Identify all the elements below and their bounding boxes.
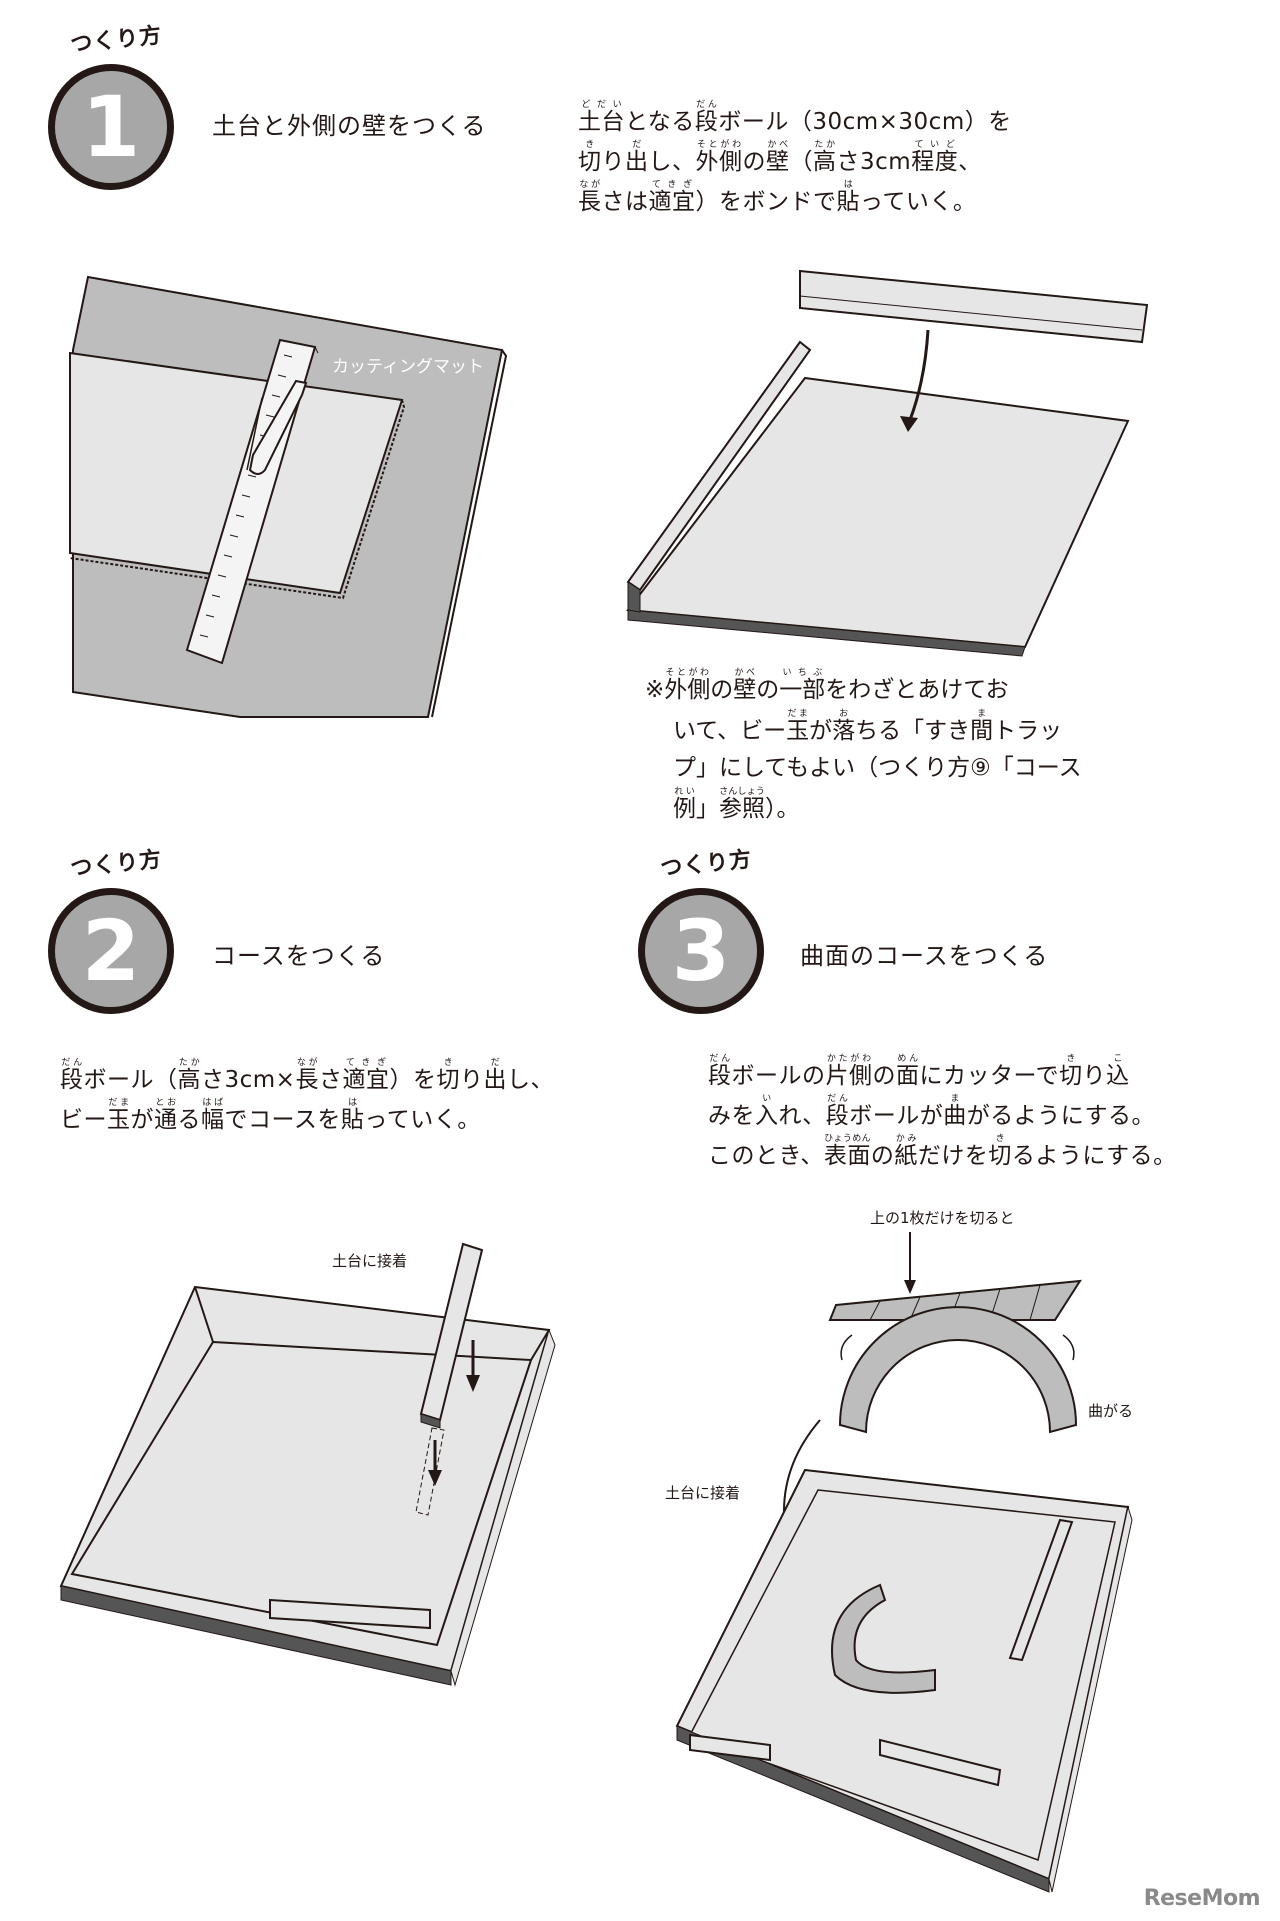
step-3-description: 段だんボールの片側かたがわの面めんにカッターで切きり込こみを入いれ、段だんボール… <box>708 1054 1177 1174</box>
furigana-word: 貼は <box>340 1098 365 1133</box>
bends-label: 曲がる <box>1088 1402 1134 1420</box>
furigana-word: 段だん <box>694 100 719 135</box>
step-1-description: 土台どだいとなる段だんボール（30cm×30cm）を切きり出だし、外側そとがわの… <box>578 100 1012 220</box>
badge-circle <box>638 888 764 1014</box>
attach-label-step3: 土台に接着 <box>665 1484 741 1502</box>
furigana-word: 切き <box>578 140 602 175</box>
text-line: このとき、表面ひょうめんの紙かみだけを切きるようにする。 <box>708 1134 1177 1169</box>
cutting-mat-illustration <box>69 269 1149 718</box>
furigana-word: 貼は <box>836 180 860 215</box>
furigana-word: 段だん <box>60 1058 84 1093</box>
furigana-word: 外側そとがわ <box>695 140 743 175</box>
furigana-word: 外側そとがわ <box>664 668 711 703</box>
furigana-word: 長なが <box>295 1058 319 1093</box>
furigana-word: 入い <box>755 1094 779 1129</box>
furigana-word: 切き <box>436 1058 460 1093</box>
furigana-word: 高たか <box>177 1058 201 1093</box>
text-line: ビー玉だまが通とおる幅はばでコースを貼はっていく。 <box>60 1098 481 1133</box>
text-line: 土台どだいとなる段だんボール（30cm×30cm）を <box>578 100 1012 135</box>
bent-arch <box>838 1306 1078 1434</box>
step-number: 3 <box>671 902 731 1000</box>
step-3-title: 曲面のコースをつくる <box>800 942 1049 970</box>
text-line: 長ながさは適宜てきぎ）をボンドで貼はっていく。 <box>578 180 977 215</box>
step-2-badge: つくり方 2 <box>48 847 174 1014</box>
cut-cardboard-strip <box>828 1279 1082 1321</box>
furigana-word: 長なが <box>578 180 602 215</box>
text-line: いて、ビー玉だまが落おちる「すき間まトラッ <box>673 709 1063 744</box>
base-board <box>626 376 1130 649</box>
furigana-word: 壁かべ <box>733 668 757 703</box>
furigana-word: 表面ひょうめん <box>823 1134 871 1169</box>
furigana-word: 幅はば <box>201 1098 225 1133</box>
text-line: 例れい」参照さんしょう）。 <box>673 787 800 822</box>
badge-circle <box>48 64 174 190</box>
furigana-word: 曲ま <box>943 1094 967 1129</box>
step-3-badge: つくり方 3 <box>638 847 764 1014</box>
furigana-word: 一部いちぶ <box>779 668 826 703</box>
furigana-word: 通とお <box>154 1098 178 1133</box>
step-number: 1 <box>81 78 141 176</box>
arrow-down <box>908 329 930 421</box>
tray-floor <box>70 1340 533 1647</box>
curved-course <box>831 1583 936 1694</box>
furigana-word: 程度ていど <box>911 140 959 175</box>
furigana-word: 切き <box>988 1134 1012 1169</box>
furigana-word: 適宜てきぎ <box>342 1058 390 1093</box>
furigana-word: 紙かみ <box>894 1134 918 1169</box>
step-1-badge: つくり方 1 <box>48 23 174 190</box>
step-1-title: 土台と外側の壁をつくる <box>212 112 487 140</box>
furigana-word: 間ま <box>970 709 994 744</box>
furigana-word: 例れい <box>673 787 696 822</box>
furigana-word: 適宜てきぎ <box>648 180 696 215</box>
furigana-word: 参照さんしょう <box>719 787 765 822</box>
attach-label-step2: 土台に接着 <box>332 1252 408 1270</box>
wall-strip <box>799 269 1149 344</box>
badge-circle <box>48 888 174 1014</box>
furigana-word: 出だ <box>483 1058 507 1093</box>
furigana-word: 片側かたがわ <box>825 1054 873 1089</box>
step-number: 2 <box>81 902 141 1000</box>
text-line: ※外側そとがわの壁かべの一部いちぶをわざとあけてお <box>645 668 1009 703</box>
step-2-description: 段だんボール（高たかさ3cm×長ながさ適宜てきぎ）を切きり出だし、ビー玉だまが通… <box>60 1058 554 1138</box>
course-illustrations <box>59 1232 1133 1893</box>
strip-placement-guide <box>415 1427 445 1516</box>
cutting-mat-label: カッティングマット <box>332 357 484 377</box>
furigana-word: 高たか <box>813 140 837 175</box>
furigana-word: 土台どだい <box>578 100 625 135</box>
furigana-word: 面めん <box>896 1054 920 1089</box>
step-kicker: つくり方 <box>69 847 164 882</box>
step-1-note: ※外側そとがわの壁かべの一部いちぶをわざとあけておいて、ビー玉だまが落おちる「す… <box>645 668 1082 828</box>
text-line: プ」にしてもよい（つくり方⑨「コース <box>673 755 1082 781</box>
furigana-word: 込こ <box>1106 1054 1130 1089</box>
furigana-word: 段だん <box>708 1054 732 1089</box>
furigana-word: 玉だま <box>107 1098 131 1133</box>
text-line: みを入いれ、段だんボールが曲まがるようにする。 <box>708 1094 1155 1129</box>
furigana-word: 出だ <box>625 140 649 175</box>
resemom-logo: ReseMom <box>1143 1886 1261 1911</box>
inner-wall <box>1008 1518 1074 1662</box>
step-kicker: つくり方 <box>659 847 754 882</box>
cut-top-label: 上の1枚だけを切ると <box>870 1209 1015 1227</box>
furigana-word: 玉だま <box>786 709 810 744</box>
text-line: 段だんボール（高たかさ3cm×長ながさ適宜てきぎ）を切きり出だし、 <box>60 1058 554 1093</box>
furigana-word: 段だん <box>825 1094 850 1129</box>
inner-wall <box>269 1598 431 1630</box>
step-2-title: コースをつくる <box>212 942 386 970</box>
furigana-word: 切き <box>1059 1054 1083 1089</box>
text-line: 切きり出だし、外側そとがわの壁かべ（高たかさ3cm程度ていど、 <box>578 140 982 175</box>
furigana-word: 落お <box>832 709 856 744</box>
cutter-knife <box>248 379 308 475</box>
furigana-word: 壁かべ <box>766 140 790 175</box>
text-line: 段だんボールの片側かたがわの面めんにカッターで切きり込こ <box>708 1054 1130 1089</box>
